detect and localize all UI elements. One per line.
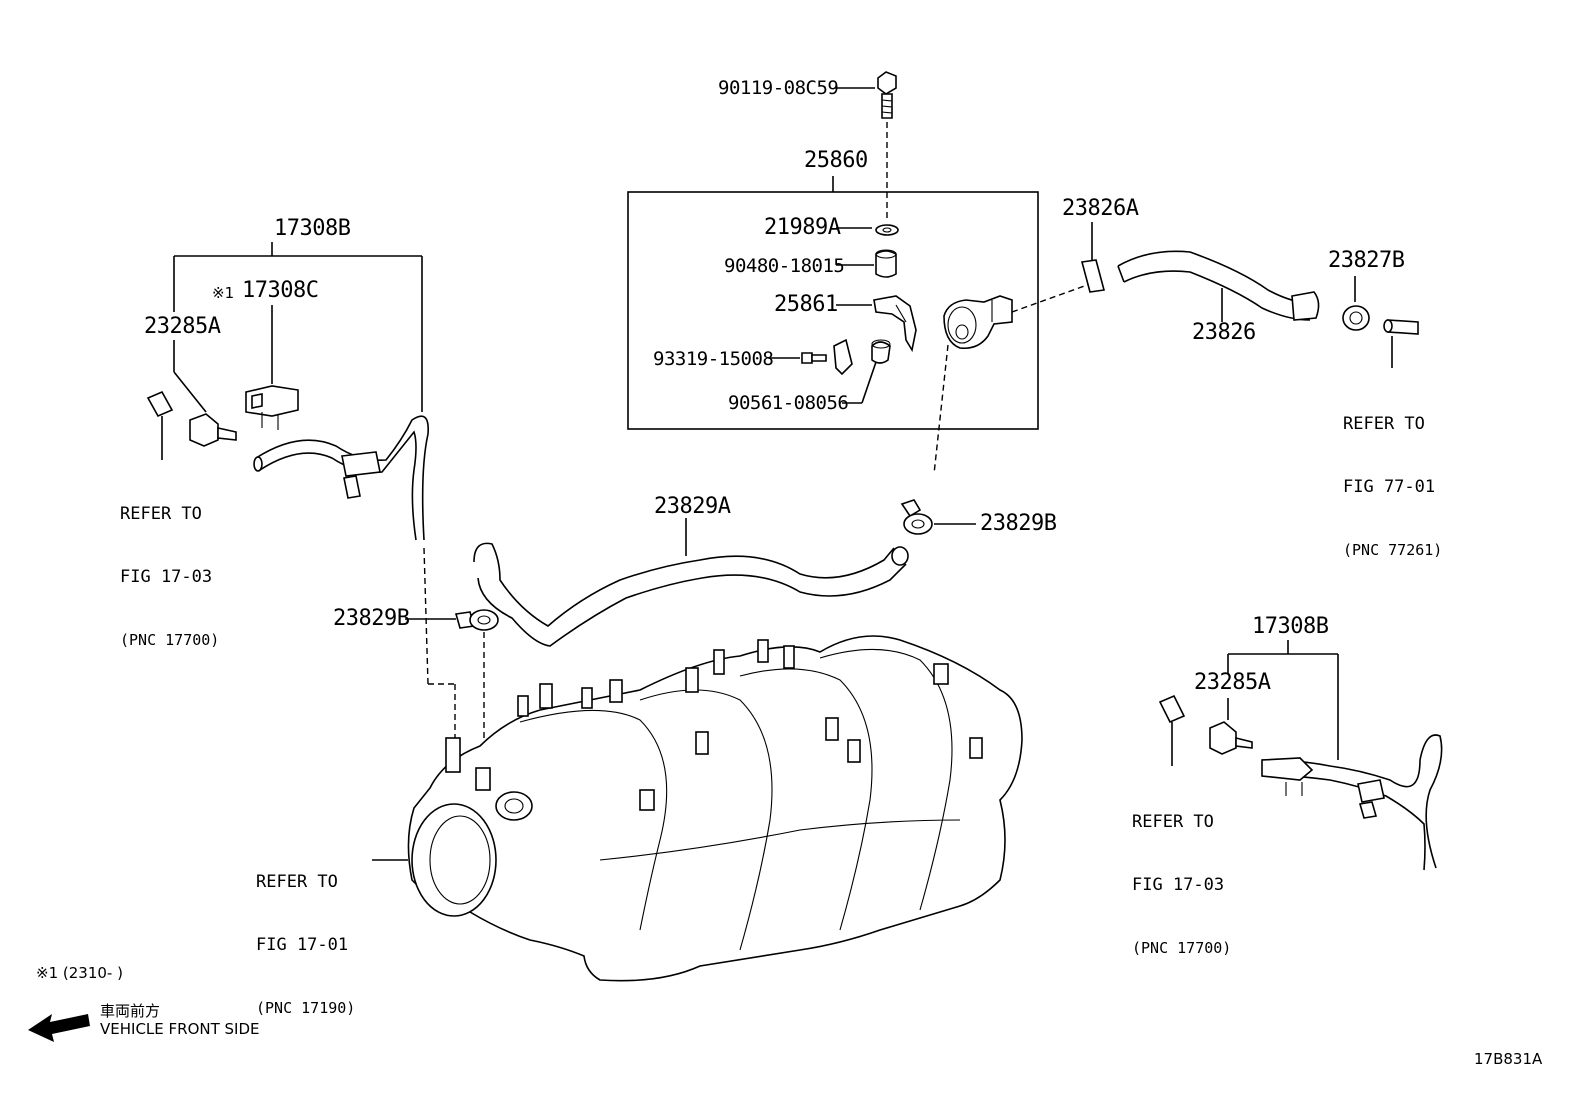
reference-line-2: FIG 77-01 <box>1343 477 1436 497</box>
label-17308C: 17308C <box>242 278 319 303</box>
reference-line-1: REFER TO <box>1343 414 1425 434</box>
label-25860: 25860 <box>804 148 868 173</box>
front-side-japanese: 車両前方 <box>100 1002 161 1020</box>
bolt-90119 <box>835 71 897 220</box>
label-90119-08C59: 90119-08C59 <box>718 77 839 99</box>
figure-id: 17B831A <box>1474 1050 1543 1068</box>
valve-assembly-box <box>627 176 1091 475</box>
label-23285A-left: 23285A <box>144 314 221 339</box>
reference-line-1: REFER TO <box>1132 812 1214 832</box>
front-arrow-icon <box>28 1014 90 1042</box>
reference-fig-17-03-right: REFER TO FIG 17-03 (PNC 17700) <box>1132 770 1231 980</box>
label-23829B-right: 23829B <box>980 511 1057 536</box>
reference-fig-17-01: REFER TO FIG 17-01 (PNC 17190) <box>256 830 355 1040</box>
intake-manifold <box>372 635 1023 982</box>
label-21989A: 21989A <box>764 215 841 240</box>
reference-line-2: FIG 17-03 <box>120 567 213 587</box>
hose-23826 <box>1080 222 1419 368</box>
reference-line-2: FIG 17-01 <box>256 935 349 955</box>
label-90480-18015: 90480-18015 <box>724 255 845 277</box>
reference-pnc: (PNC 17700) <box>120 631 220 649</box>
label-90561-08056: 90561-08056 <box>728 392 849 414</box>
label-23827B: 23827B <box>1328 248 1405 273</box>
left-hose-group <box>146 242 456 760</box>
label-note-mark-1: ※1 <box>212 284 235 302</box>
label-23826: 23826 <box>1192 320 1256 345</box>
label-17308B-right: 17308B <box>1252 614 1329 639</box>
reference-pnc: (PNC 77261) <box>1343 541 1443 559</box>
label-25861: 25861 <box>774 292 838 317</box>
label-93319-15008: 93319-15008 <box>653 348 774 370</box>
reference-pnc: (PNC 17700) <box>1132 939 1232 957</box>
label-23285A-right: 23285A <box>1194 670 1271 695</box>
label-23829B-left: 23829B <box>333 606 410 631</box>
label-17308B-left: 17308B <box>274 216 351 241</box>
reference-line-2: FIG 17-03 <box>1132 875 1225 895</box>
reference-line-1: REFER TO <box>256 872 338 892</box>
reference-pnc: (PNC 17190) <box>256 999 356 1017</box>
label-23826A: 23826A <box>1062 196 1139 221</box>
reference-fig-17-03-left: REFER TO FIG 17-03 (PNC 17700) <box>120 462 219 672</box>
label-23829A: 23829A <box>654 494 731 519</box>
footnote: ※1 (2310- ) <box>36 964 123 982</box>
hose-23829A <box>405 499 976 766</box>
front-side-english: VEHICLE FRONT SIDE <box>100 1020 260 1038</box>
reference-fig-77-01: REFER TO FIG 77-01 (PNC 77261) <box>1343 372 1442 582</box>
right-hose-group <box>1158 640 1443 871</box>
reference-line-1: REFER TO <box>120 504 202 524</box>
